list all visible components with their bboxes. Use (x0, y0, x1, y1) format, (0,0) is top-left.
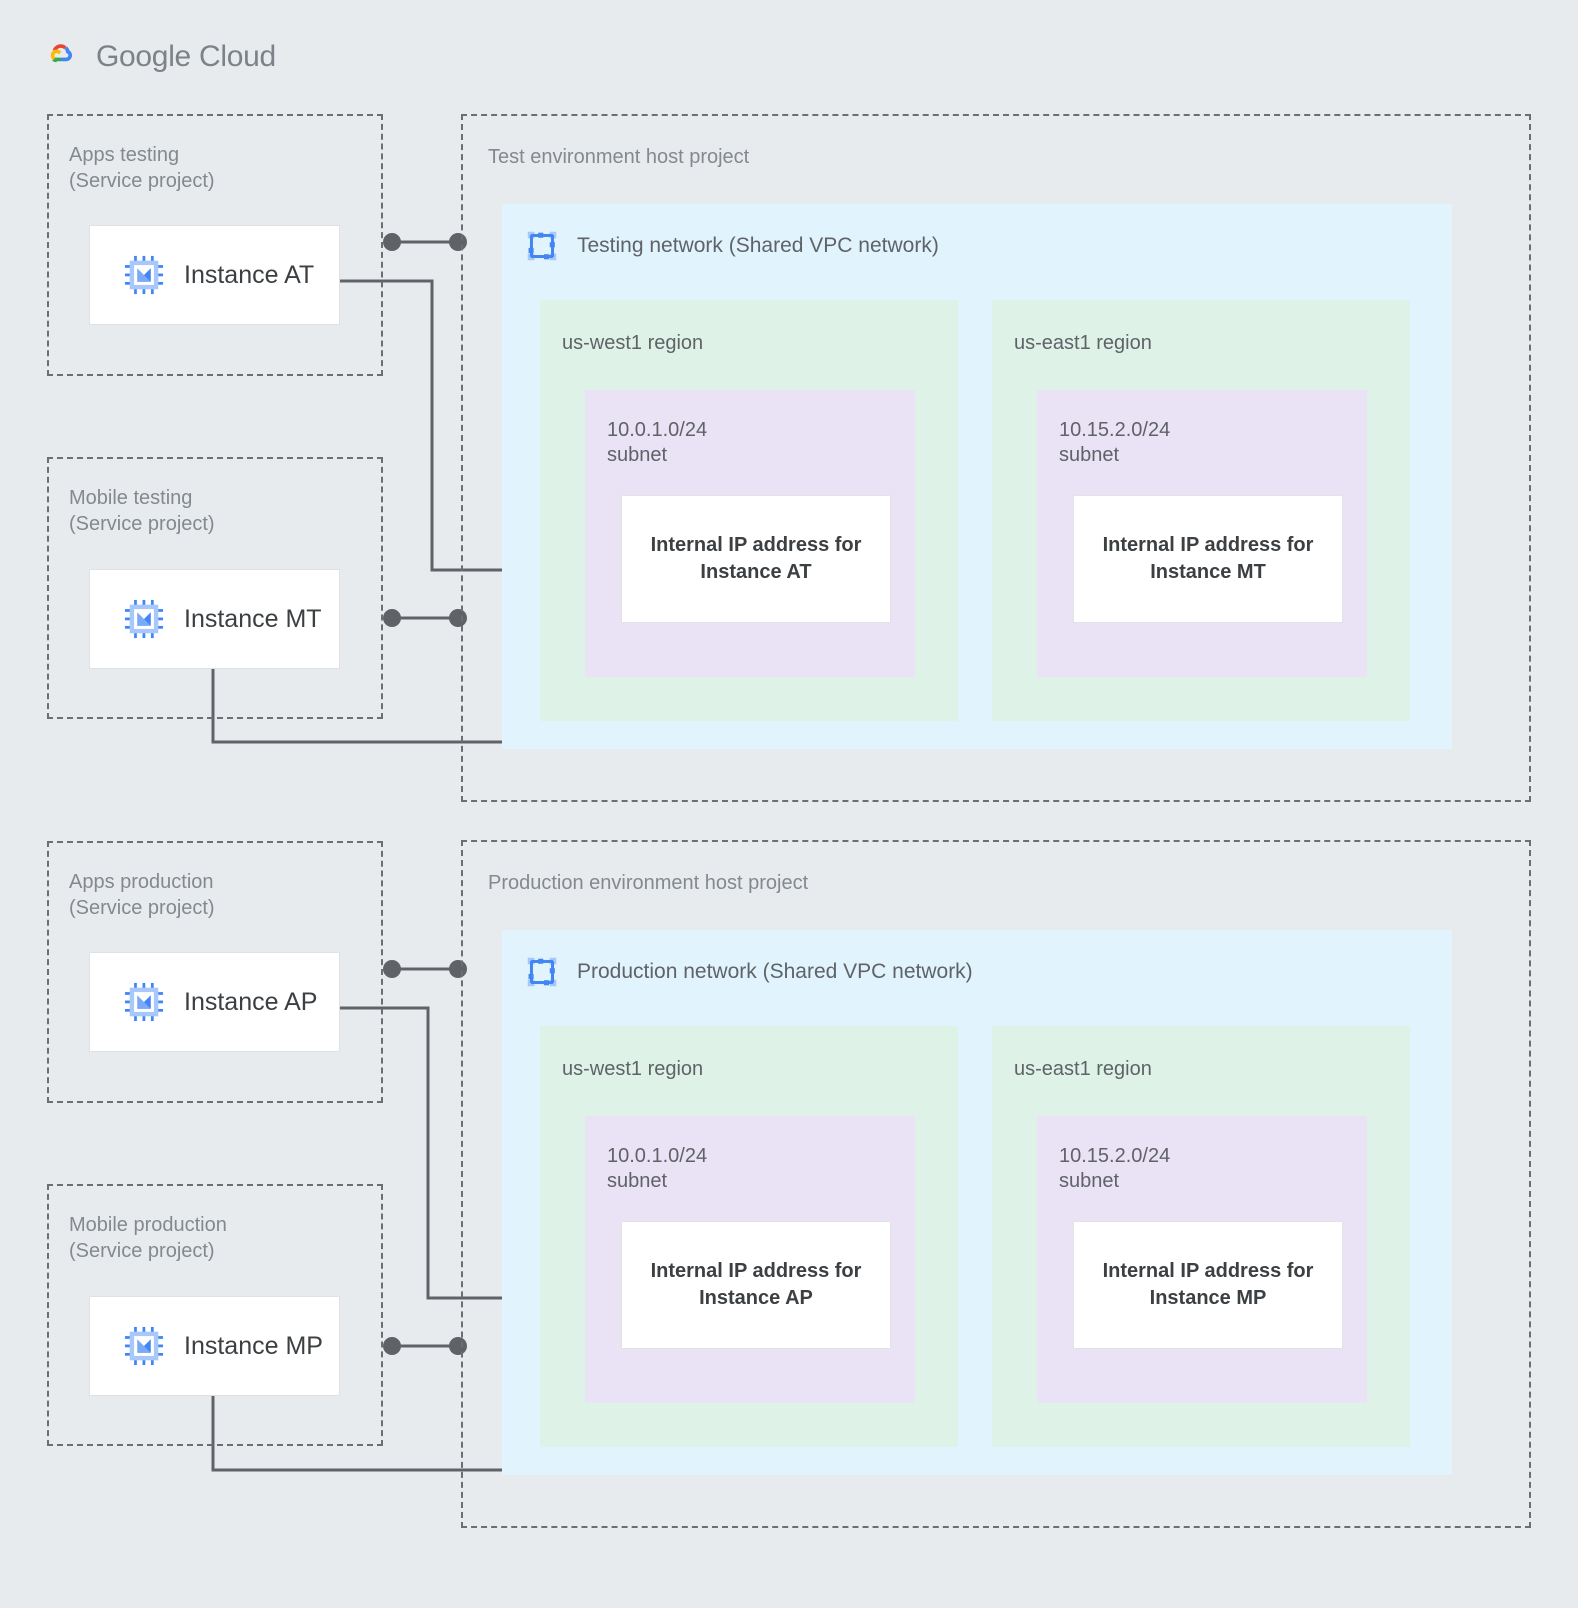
compute-instance-icon (124, 1326, 164, 1366)
subnet-test-us-west1: 10.0.1.0/24 subnet Internal IP address f… (585, 390, 915, 677)
region-production-us-west1-label: us-west1 region (562, 1058, 704, 1080)
instance-card-mt-label: Instance MT (184, 604, 322, 633)
instance-card-mp[interactable]: Instance MP (89, 1296, 340, 1396)
connector-mt-attach (383, 609, 467, 627)
instance-card-ap[interactable]: Instance AP (89, 952, 340, 1052)
region-production-us-west1: us-west1 region 10.0.1.0/24 subnet Inter… (540, 1026, 958, 1447)
region-test-us-west1-label: us-west1 region (562, 332, 704, 354)
vpc-network-production-title: Production network (Shared VPC network) (577, 960, 973, 983)
brand-name-secondary: Cloud (190, 40, 276, 73)
vpc-network-production-header: Production network (Shared VPC network) (523, 953, 973, 991)
instance-card-at[interactable]: Instance AT (89, 225, 340, 325)
service-project-apps-testing-label: Apps testing (Service project) (69, 144, 215, 192)
region-test-us-west1: us-west1 region 10.0.1.0/24 subnet Inter… (540, 300, 958, 721)
host-project-production: Production environment host project (461, 840, 1531, 1528)
service-project-mobile-production-label: Mobile production (Service project) (69, 1214, 227, 1262)
region-test-us-east1-label: us-east1 region (1014, 332, 1152, 354)
subnet-production-us-east1-label: 10.15.2.0/24 subnet (1059, 1145, 1171, 1192)
subnet-production-us-west1: 10.0.1.0/24 subnet Internal IP address f… (585, 1116, 915, 1403)
vpc-network-testing-header: Testing network (Shared VPC network) (523, 227, 939, 265)
brand-name-primary: Google (96, 40, 191, 73)
subnet-production-us-west1-label: 10.0.1.0/24 subnet (607, 1145, 708, 1192)
compute-instance-icon (124, 599, 164, 639)
vpc-network-testing: Testing network (Shared VPC network) us-… (502, 204, 1452, 749)
vpc-network-testing-title: Testing network (Shared VPC network) (577, 234, 939, 257)
service-project-apps-production-label: Apps production (Service project) (69, 871, 215, 919)
instance-card-mp-label: Instance MP (184, 1331, 323, 1360)
compute-instance-icon (124, 982, 164, 1022)
region-production-us-east1-label: us-east1 region (1014, 1058, 1152, 1080)
vpc-network-icon (527, 957, 557, 987)
region-test-us-east1: us-east1 region 10.15.2.0/24 subnet Inte… (992, 300, 1410, 721)
google-cloud-logo-icon (50, 44, 73, 63)
brand-name: Google Cloud (96, 40, 276, 74)
ip-card-instance-ap[interactable]: Internal IP address for Instance AP (621, 1221, 891, 1349)
subnet-test-us-west1-label: 10.0.1.0/24 subnet (607, 419, 708, 466)
connector-ap-attach (383, 960, 467, 978)
ip-card-instance-at-text: Internal IP address for Instance AT (650, 534, 862, 583)
vpc-network-icon (527, 231, 557, 261)
google-cloud-logo: Google Cloud (36, 34, 276, 80)
instance-card-ap-label: Instance AP (184, 987, 318, 1016)
subnet-production-us-east1: 10.15.2.0/24 subnet Internal IP address … (1037, 1116, 1367, 1403)
instance-card-at-label: Instance AT (184, 260, 315, 289)
service-project-mobile-testing-label: Mobile testing (Service project) (69, 487, 215, 535)
compute-instance-icon (124, 255, 164, 295)
service-project-apps-testing: Apps testing (Service project) (47, 114, 383, 376)
connector-mp-attach (383, 1337, 467, 1355)
host-project-test: Test environment host project (461, 114, 1531, 802)
ip-card-instance-at[interactable]: Internal IP address for Instance AT (621, 495, 891, 623)
service-project-mobile-testing: Mobile testing (Service project) (47, 457, 383, 719)
instance-card-mt[interactable]: Instance MT (89, 569, 340, 669)
host-project-test-label: Test environment host project (488, 146, 750, 168)
connector-at-attach (383, 233, 467, 251)
subnet-test-us-east1-label: 10.15.2.0/24 subnet (1059, 419, 1171, 466)
ip-card-instance-mt-text: Internal IP address for Instance MT (1102, 534, 1314, 583)
service-project-apps-production: Apps production (Service project) (47, 841, 383, 1103)
vpc-network-production: Production network (Shared VPC network) … (502, 930, 1452, 1475)
host-project-production-label: Production environment host project (488, 872, 809, 894)
ip-card-instance-mp-text: Internal IP address for Instance MP (1102, 1260, 1314, 1309)
ip-card-instance-mt[interactable]: Internal IP address for Instance MT (1073, 495, 1343, 623)
region-production-us-east1: us-east1 region 10.15.2.0/24 subnet Inte… (992, 1026, 1410, 1447)
service-project-mobile-production: Mobile production (Service project) (47, 1184, 383, 1446)
subnet-test-us-east1: 10.15.2.0/24 subnet Internal IP address … (1037, 390, 1367, 677)
ip-card-instance-ap-text: Internal IP address for Instance AP (650, 1260, 862, 1309)
ip-card-instance-mp[interactable]: Internal IP address for Instance MP (1073, 1221, 1343, 1349)
